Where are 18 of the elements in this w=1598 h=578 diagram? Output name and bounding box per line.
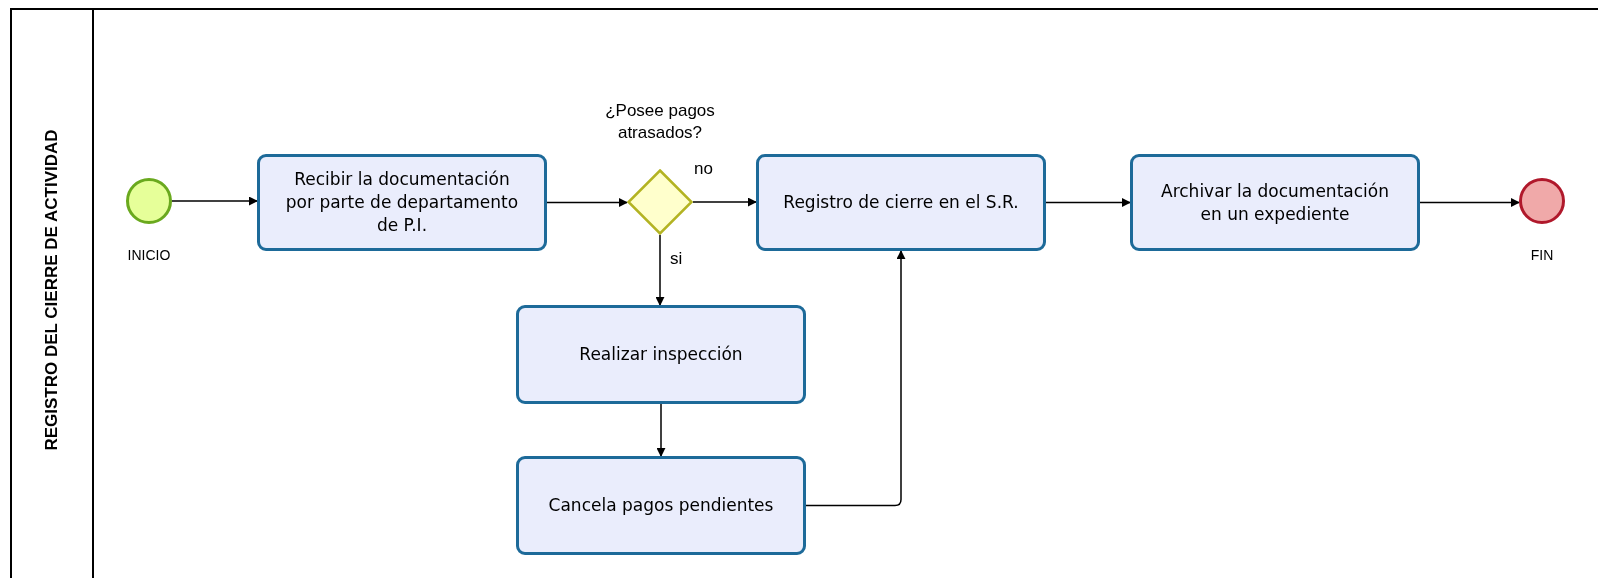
sequence-arrow bbox=[1419, 198, 1520, 207]
sequence-arrow bbox=[1045, 198, 1131, 207]
sequence-arrow bbox=[692, 197, 757, 207]
task-box: Cancela pagos pendientes bbox=[516, 456, 806, 555]
sequence-arrow bbox=[805, 250, 906, 507]
sequence-arrow bbox=[655, 234, 665, 306]
event-label: INICIO bbox=[127, 246, 171, 265]
sequence-arrow bbox=[171, 196, 258, 206]
task-box: Realizar inspección bbox=[516, 305, 806, 404]
sequence-arrow bbox=[656, 403, 666, 457]
task-box: Archivar la documentación en un expediente bbox=[1130, 154, 1420, 251]
task-box: Recibir la documentación por parte de departamento de P.I. bbox=[257, 154, 547, 251]
sequence-arrow bbox=[546, 198, 628, 207]
swimlane bbox=[10, 8, 1598, 578]
question-text: ¿Posee pagos atrasados? bbox=[604, 100, 716, 144]
task-box: Registro de cierre en el S.R. bbox=[756, 154, 1046, 251]
event-label: FIN bbox=[1530, 246, 1554, 265]
lane-title: REGISTRO DEL CIERRE DE ACTIVIDAD bbox=[42, 129, 62, 451]
